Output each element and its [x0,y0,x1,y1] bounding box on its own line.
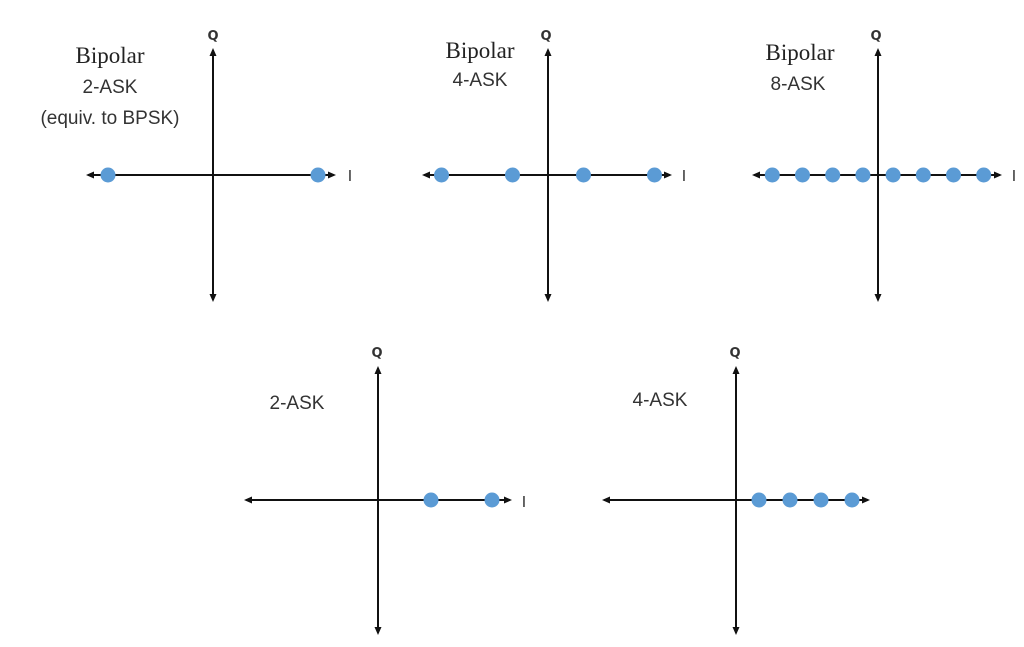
constellation-point [310,167,326,183]
constellation-point [764,167,780,183]
i-axis-label: I [1012,167,1016,185]
q-axis-label: Q [729,346,740,361]
title-line-2: 4-ASK [453,70,508,91]
q-axis-label: Q [207,29,218,44]
constellation-point [647,167,662,183]
constellation-point [795,167,810,183]
constellation-point [844,492,860,508]
constellation-point [423,492,439,508]
constellation-point [915,167,931,183]
title-line-1: Bipolar [76,43,145,68]
title-line-1: Bipolar [766,40,835,65]
constellation-point [855,167,871,183]
diagram-bipolar-8-ask: Bipolar 8-ASK Q I [752,29,1016,302]
title-line-1: 2-ASK [270,393,325,414]
title-line-2: 2-ASK [83,77,138,98]
constellation-point [946,167,961,183]
title-line-1: Bipolar [446,38,515,63]
constellation-point [505,167,520,183]
constellation-point [813,492,829,508]
i-axis-label: I [522,493,526,511]
diagram-unipolar-2-ask: 2-ASK Q I [244,346,526,635]
q-axis-label: Q [371,346,382,361]
constellation-point [751,492,767,508]
title-line-2: 8-ASK [771,74,826,95]
diagram-bipolar-4-ask: Bipolar 4-ASK Q I [422,29,686,302]
i-axis-label: I [682,167,686,185]
constellation-point [825,167,841,183]
diagram-bipolar-2-ask: Bipolar 2-ASK (equiv. to BPSK) Q I [40,29,352,302]
title-line-3: (equiv. to BPSK) [40,108,179,129]
title-line-1: 4-ASK [633,390,688,411]
constellation-point [885,167,901,183]
constellation-point [576,167,591,183]
q-axis-label: Q [870,29,881,44]
constellation-point [484,492,500,508]
constellation-point [976,167,992,183]
constellation-point [100,167,116,183]
constellation-point [782,492,798,508]
diagram-unipolar-4-ask: 4-ASK Q [602,346,870,635]
i-axis-label: I [348,167,352,185]
constellation-point [434,167,449,183]
q-axis-label: Q [540,29,551,44]
